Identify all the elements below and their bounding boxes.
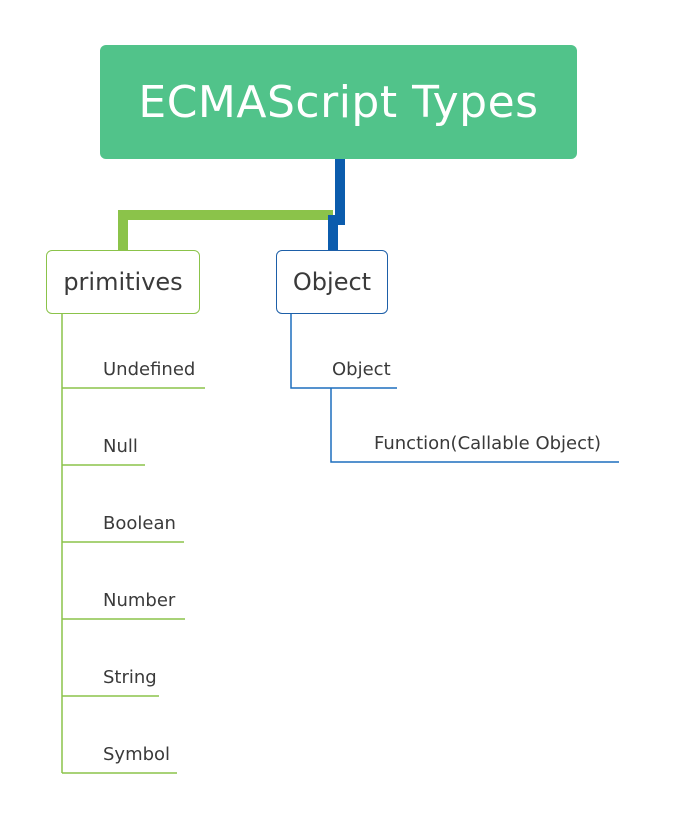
leaf-null: Null xyxy=(103,436,138,457)
connector-root-object xyxy=(328,159,345,250)
leaf-number: Number xyxy=(103,590,176,611)
root-node-ecmascript-types: ECMAScript Types xyxy=(100,45,577,159)
leaf-function-callable-object: Function(Callable Object) xyxy=(374,433,602,454)
object-spine xyxy=(290,314,397,389)
connector-root-primitives xyxy=(118,210,333,250)
leaf-symbol: Symbol xyxy=(103,744,171,765)
branch-label-primitives: primitives xyxy=(63,268,183,296)
leaf-string: String xyxy=(103,667,157,688)
branch-node-object: Object xyxy=(276,250,388,314)
root-node-label: ECMAScript Types xyxy=(138,76,539,128)
function-connector xyxy=(330,388,619,463)
branch-label-object: Object xyxy=(292,268,372,296)
leaf-undefined: Undefined xyxy=(103,359,196,380)
leaf-boolean: Boolean xyxy=(103,513,176,534)
branch-node-primitives: primitives xyxy=(46,250,200,314)
leaf-object: Object xyxy=(332,359,391,380)
